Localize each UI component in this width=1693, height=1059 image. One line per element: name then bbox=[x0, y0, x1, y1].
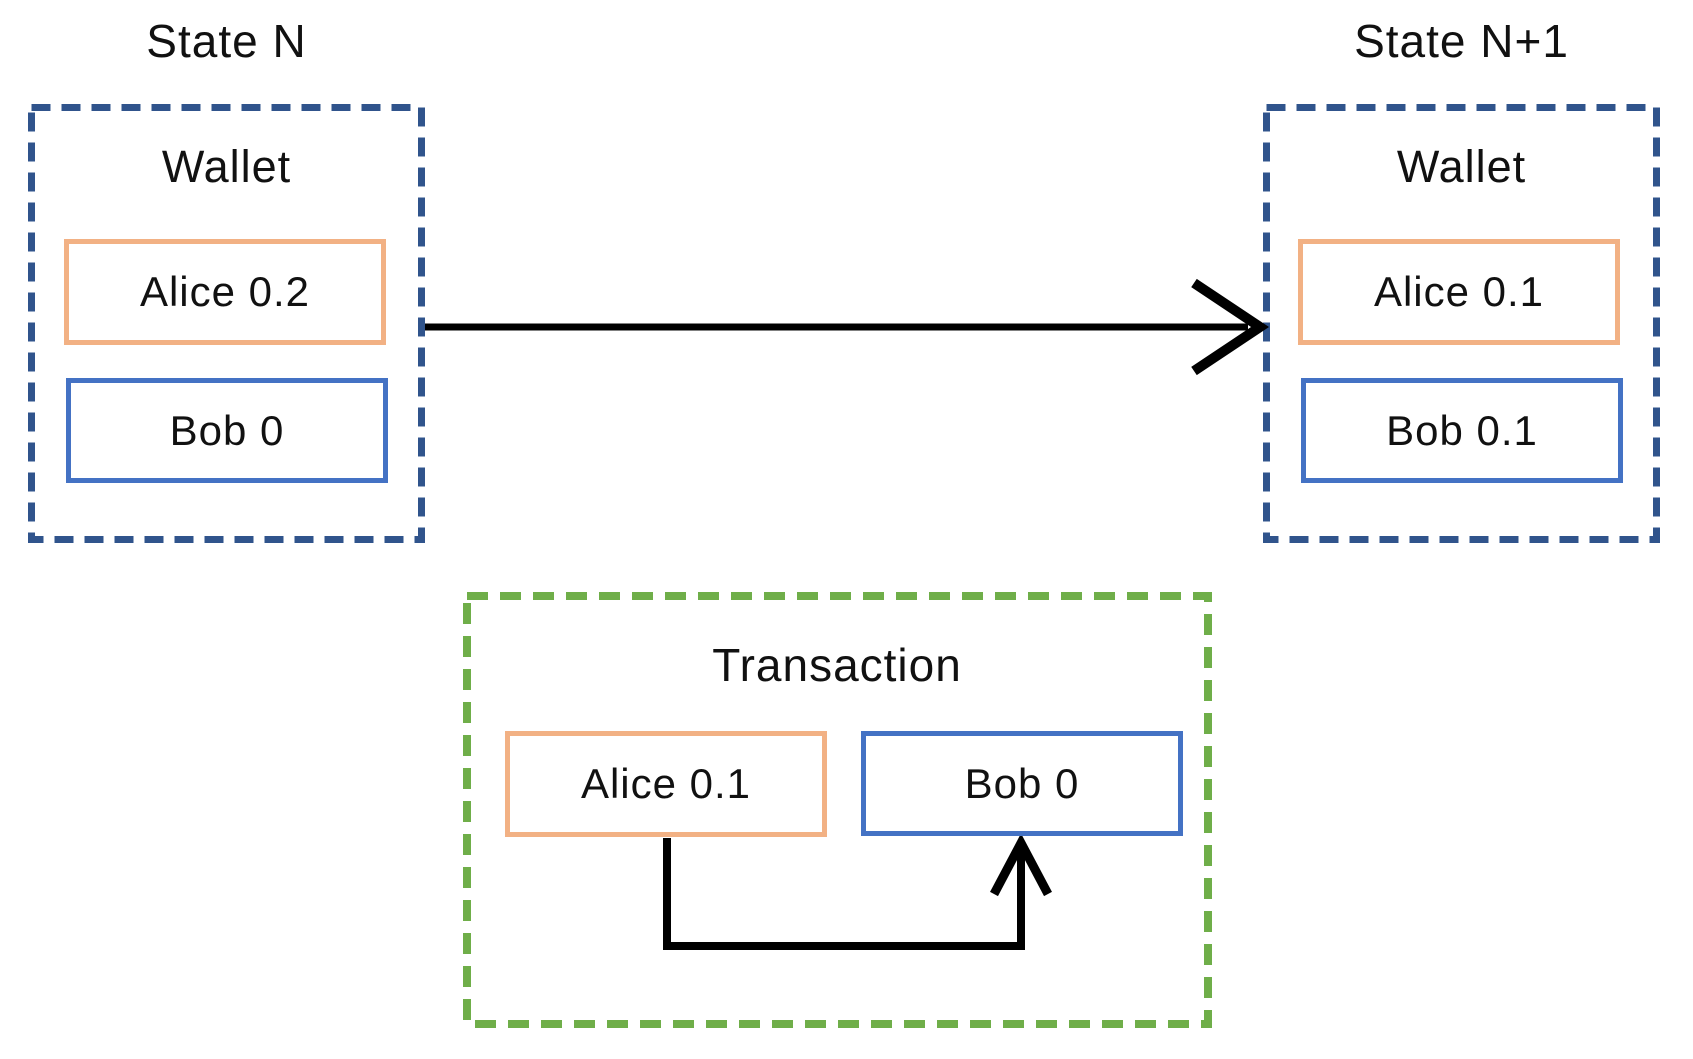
state-transition-arrow bbox=[425, 278, 1270, 376]
state-n-wallet-label: Wallet bbox=[161, 141, 292, 192]
transaction-flow-arrow bbox=[663, 833, 1052, 950]
state-n-wallet-entry-bob: Bob 0 bbox=[66, 378, 388, 483]
state-n-title: State N bbox=[146, 15, 307, 67]
state-n1-wallet-label: Wallet bbox=[1396, 141, 1527, 192]
transaction-entry-alice: Alice 0.1 bbox=[505, 731, 827, 837]
state-transition-arrowhead bbox=[1191, 278, 1270, 376]
transaction-entry-bob: Bob 0 bbox=[861, 731, 1183, 836]
state-n1-title: State N+1 bbox=[1354, 15, 1569, 67]
state-n1-wallet-entry-alice: Alice 0.1 bbox=[1298, 239, 1620, 345]
state-n-wallet-entry-alice: Alice 0.2 bbox=[64, 239, 386, 345]
state-n1-wallet-entry-bob: Bob 0.1 bbox=[1301, 378, 1623, 483]
transaction-title: Transaction bbox=[712, 639, 962, 691]
transaction-flow-arrow-shaft bbox=[663, 838, 1025, 950]
transaction-flow-arrowhead bbox=[990, 833, 1052, 897]
